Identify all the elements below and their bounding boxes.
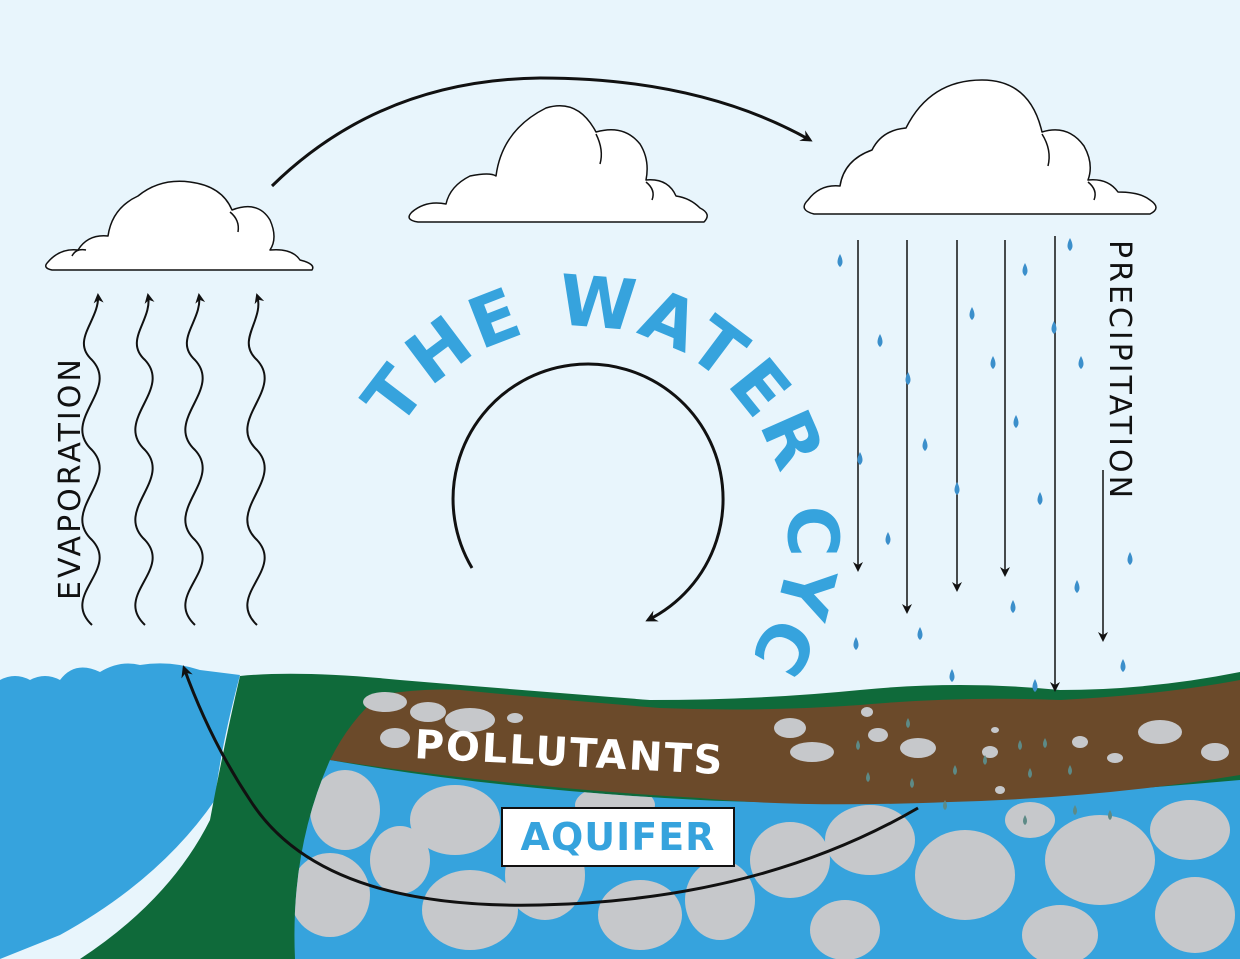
raindrop-icon [949,669,955,682]
raindrop-icon [905,372,911,385]
raindrop-icon [1067,238,1073,251]
raindrop-icon [1051,321,1057,334]
wavy-arrow-icon [81,293,104,626]
soil-rocks [363,692,1229,794]
arrow-icon [451,362,725,622]
raindrop-icon [1127,552,1133,565]
raindrop-icon [1074,580,1080,593]
precipitation-arrows [853,236,1108,692]
aquifer-label-box [501,807,735,867]
raindrop-icon [1120,659,1126,672]
arrow-icon [181,665,919,907]
raindrop-icon [1013,415,1019,428]
raindrop-icon [885,532,891,545]
evaporation-label: EVAPORATION [53,356,88,600]
raindrop-icon [969,307,975,320]
raindrop-icon [990,356,996,369]
raindrops [837,238,1133,692]
wavy-arrow-icon [246,293,266,626]
raindrop-icon [954,482,960,495]
cloud-icon [408,104,708,223]
ocean [0,663,240,959]
raindrop-icon [837,254,843,267]
raindrop-icon [922,438,928,451]
raindrop-icon [853,637,859,650]
aquifer-label: AQUIFER [521,815,716,859]
cloud-icon [803,79,1157,215]
raindrop-icon [917,627,923,640]
cloud-icon [45,180,314,271]
raindrop-icon [877,334,883,347]
raindrop-icon [1032,679,1038,692]
arrow-icon [270,76,813,188]
wavy-arrow-icon [134,293,155,626]
evaporation-arrows [81,293,266,626]
raindrop-icon [1022,263,1028,276]
raindrop-icon [1037,492,1043,505]
pollutant-drops [856,718,1112,825]
precipitation-label: PRECIPITATION [1102,240,1137,501]
raindrop-icon [1010,600,1016,613]
aquifer-rocks [294,770,1235,959]
soil-layer [330,680,1240,805]
wavy-arrow-icon [184,293,206,626]
raindrop-icon [857,452,863,465]
raindrop-icon [1078,356,1084,369]
